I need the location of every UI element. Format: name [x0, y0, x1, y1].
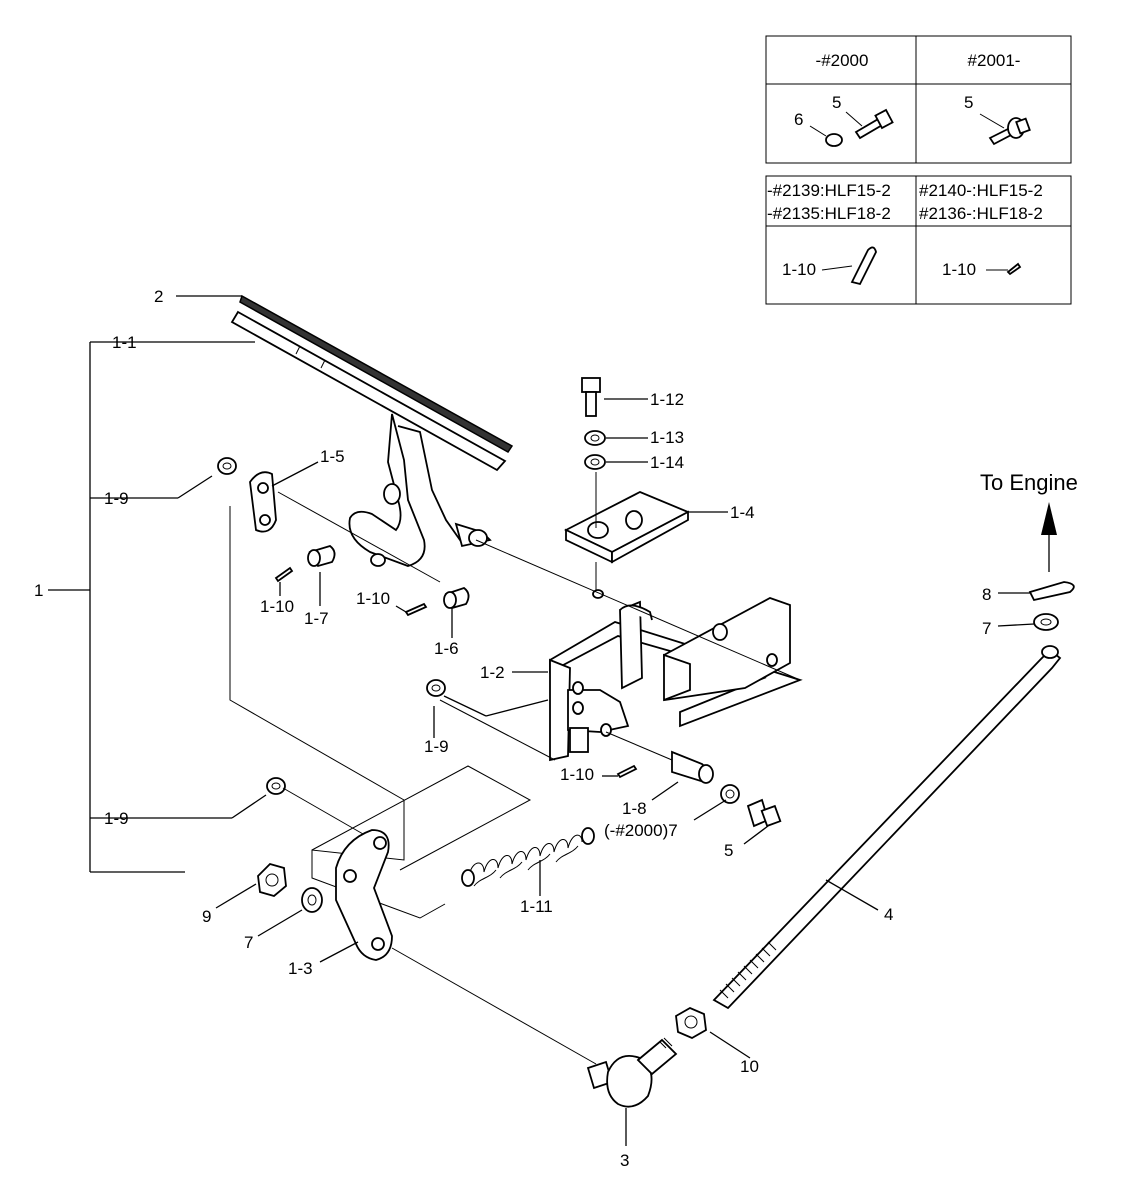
- stopper-plate-part-1-4: [563, 491, 691, 564]
- pedal-arm-part-1-1: [230, 310, 507, 567]
- pedal-pad-part-2: [239, 294, 514, 453]
- callout-1-7: 1-7: [304, 609, 329, 628]
- callout-1-1: 1-1: [112, 333, 137, 352]
- variant-left-part-6: 6: [794, 110, 803, 129]
- callout-3: 3: [620, 1151, 629, 1170]
- callout-8: 8: [982, 585, 991, 604]
- split-pin-short-icon: [1006, 262, 1022, 276]
- callout-1-3: 1-3: [288, 959, 313, 978]
- callout-1-10-a: 1-10: [260, 597, 294, 616]
- callout-2: 2: [154, 287, 163, 306]
- control-rod-part-4: [712, 645, 1062, 1010]
- nut-part-10: [675, 1006, 707, 1040]
- callout-1-2: 1-2: [480, 663, 505, 682]
- washer-part-7-near-pin: [720, 784, 740, 804]
- nut-part-9: [257, 862, 287, 897]
- callout-labels: 1 1-1 2 1-2 1-3 1-4 1-5 1-6 1-7 1-8 (-#2…: [34, 287, 991, 1170]
- callout-1-5: 1-5: [320, 447, 345, 466]
- callout-7-a: 7: [244, 933, 253, 952]
- callout-10: 10: [740, 1057, 759, 1076]
- callout-1-13: 1-13: [650, 428, 684, 447]
- split-pin-1-10-a: [274, 566, 294, 583]
- callout-1-9-b: 1-9: [424, 737, 449, 756]
- callout-1-8-note: (-#2000)7: [604, 821, 678, 840]
- callout-1-6: 1-6: [434, 639, 459, 658]
- variant-table: -#2000 #2001- 6 5 5: [765, 35, 1072, 164]
- lever-arm-part-1-3: [335, 829, 393, 961]
- washer-1-9-c: [266, 777, 286, 795]
- bolt-part-1-12: [581, 377, 601, 417]
- clip-part-8: [1028, 581, 1075, 602]
- pin-part-1-7: [307, 545, 336, 568]
- model-table: -#2139:HLF15-2 -#2135:HLF18-2 #2140-:HLF…: [765, 175, 1072, 305]
- washer-bolt-icon: [809, 108, 894, 147]
- washer-1-9-b: [426, 679, 446, 697]
- callout-1-12: 1-12: [650, 390, 684, 409]
- base-bracket-part-1-2: [549, 589, 803, 762]
- washer-part-1-14: [584, 454, 606, 470]
- pin-part-1-8: [671, 750, 714, 784]
- model-left-line2: -#2135:HLF18-2: [767, 204, 891, 223]
- callout-1-10-b: 1-10: [356, 589, 390, 608]
- assembly-bracket: [48, 341, 267, 873]
- split-pin-long-icon: [850, 246, 877, 286]
- model-right-line2: #2136-:HLF18-2: [919, 204, 1043, 223]
- callout-1-11: 1-11: [520, 897, 553, 916]
- split-pin-1-10-b: [404, 602, 428, 617]
- washer-part-7-rod: [1033, 613, 1059, 631]
- pin-part-1-6: [443, 586, 470, 610]
- leader-lines: [176, 295, 1035, 1146]
- variant-left-part-5: 5: [832, 93, 841, 112]
- model-left-line1: -#2139:HLF15-2: [767, 181, 891, 200]
- callout-1-9-a: 1-9: [104, 489, 129, 508]
- callout-1-8: 1-8: [622, 799, 647, 818]
- model-right-line1: #2140-:HLF15-2: [919, 181, 1043, 200]
- callout-4: 4: [884, 905, 893, 924]
- to-engine-label: To Engine: [980, 470, 1078, 495]
- link-plate-part-1-5: [249, 471, 277, 533]
- variant-col-left-header: -#2000: [816, 51, 869, 70]
- model-right-part: 1-10: [942, 260, 976, 279]
- return-spring-part-1-11: [461, 827, 595, 887]
- variant-right-part-5: 5: [964, 93, 973, 112]
- washer-1-9-a: [217, 457, 237, 475]
- callout-1-9-c: 1-9: [104, 809, 129, 828]
- callout-1: 1: [34, 581, 43, 600]
- variant-col-right-header: #2001-: [968, 51, 1021, 70]
- callout-9: 9: [202, 907, 211, 926]
- callout-1-4: 1-4: [730, 503, 755, 522]
- callout-1-10-c: 1-10: [560, 765, 594, 784]
- bolt-part-5: [746, 798, 782, 828]
- washer-part-1-13: [584, 430, 606, 446]
- model-left-part: 1-10: [782, 260, 816, 279]
- flange-bolt-icon: [979, 113, 1031, 146]
- callout-7-b: 7: [982, 619, 991, 638]
- callout-5: 5: [724, 841, 733, 860]
- ball-joint-part-3: [586, 1037, 678, 1108]
- washer-part-7: [301, 887, 323, 913]
- callout-1-14: 1-14: [650, 453, 684, 472]
- up-arrow-icon: [1041, 502, 1057, 572]
- split-pin-1-10-c: [616, 764, 638, 779]
